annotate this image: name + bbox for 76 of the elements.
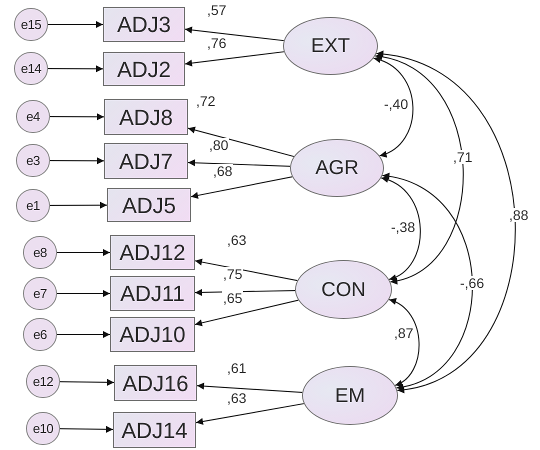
node-label: CON [321, 278, 366, 302]
edge-label: ,75 [222, 267, 244, 281]
observed-variable-box [110, 235, 195, 270]
arrow [194, 258, 298, 282]
arrow [50, 157, 104, 164]
arrow [50, 113, 104, 120]
node-label: e8 [33, 244, 47, 262]
arrow [194, 300, 298, 326]
node-label: ADJ11 [120, 280, 185, 308]
arrow [188, 126, 294, 158]
observed-variable-box [103, 7, 185, 42]
arrow [184, 51, 284, 67]
edge-label: ,72 [195, 94, 216, 108]
arrow [48, 65, 103, 72]
edge-label: ,76 [206, 36, 228, 50]
arrow [48, 21, 103, 28]
node-label: e15 [20, 16, 42, 34]
arrow [60, 426, 113, 433]
arrow [196, 403, 304, 425]
observed-variable-box [104, 143, 188, 179]
covariance-arrow [375, 54, 464, 284]
node-label: ADJ8 [119, 104, 173, 132]
node-label: e12 [32, 372, 54, 391]
node-label: ADJ16 [122, 370, 189, 398]
node-label: e3 [26, 152, 40, 170]
arrow [194, 288, 296, 296]
node-label: ADJ2 [117, 56, 171, 84]
arrow [50, 202, 107, 209]
covariance-arrow [376, 51, 516, 392]
node-label: e10 [32, 420, 54, 438]
edge-label: ,87 [393, 326, 414, 340]
edge-label: ,80 [208, 138, 230, 152]
observed-variable-box [114, 365, 197, 401]
arrow [57, 290, 110, 297]
node-label: e14 [20, 60, 42, 78]
arrow [57, 249, 110, 256]
node-label: e6 [33, 326, 47, 344]
node-label: ADJ10 [119, 321, 186, 349]
observed-variable-box [103, 52, 185, 86]
observed-variable-box [110, 317, 195, 352]
edge-label: ,63 [226, 233, 248, 247]
node-label: ADJ14 [121, 416, 188, 444]
edge-label: ,71 [452, 150, 474, 164]
arrow [60, 378, 114, 386]
node-label: ADJ5 [122, 192, 176, 220]
edge-label: ,57 [206, 3, 228, 17]
edge-label: ,65 [222, 291, 244, 305]
covariance-arrow [388, 298, 420, 386]
edge-label: -,40 [383, 97, 410, 111]
edge-label: ,68 [212, 164, 234, 178]
edge-label: ,61 [226, 361, 248, 375]
edge-label: -,66 [459, 276, 486, 290]
observed-variable-box [107, 188, 191, 222]
node-label: e7 [33, 284, 47, 303]
node-label: ADJ3 [117, 11, 171, 39]
covariance-arrow [373, 57, 414, 157]
node-label: ADJ12 [119, 239, 186, 267]
arrow [57, 331, 110, 338]
node-label: AGR [315, 156, 359, 181]
node-label: e1 [26, 196, 40, 215]
arrow [184, 26, 284, 42]
observed-variable-box [104, 99, 188, 135]
node-label: ADJ7 [119, 148, 173, 176]
covariance-arrow [381, 176, 421, 280]
node-label: e4 [26, 108, 40, 126]
arrow [188, 159, 290, 167]
covariance-arrow [382, 174, 473, 390]
edge-label: ,88 [508, 208, 530, 222]
arrow [190, 176, 292, 199]
edge-label: -,38 [390, 220, 416, 234]
edge-label: ,63 [226, 391, 248, 405]
observed-variable-box [113, 412, 196, 448]
observed-variable-box [110, 276, 195, 311]
node-label: EM [335, 384, 365, 408]
arrow [196, 382, 302, 393]
node-label: EXT [311, 34, 350, 59]
